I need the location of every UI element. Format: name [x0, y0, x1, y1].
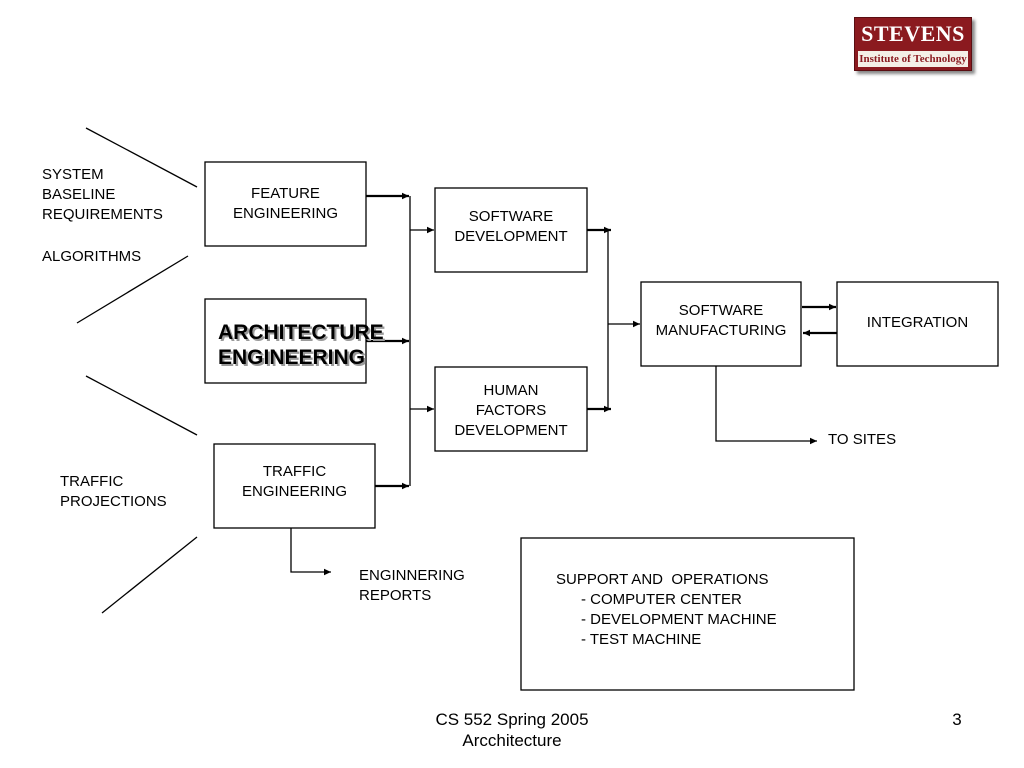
input-line-2	[76, 255, 189, 324]
input-line-4	[101, 536, 198, 614]
integration-box	[836, 281, 999, 367]
software-development-label: SOFTWARE DEVELOPMENT	[454, 208, 568, 245]
logo-subtitle: Institute of Technology	[858, 51, 968, 67]
page-number: 3	[952, 710, 962, 729]
to-sites-label: TO SITES	[828, 431, 897, 448]
software-manufacturing-label: SOFTWARE MANUFACTURING	[655, 302, 787, 339]
footer-course-title: CS 552 Spring 2005 Arcchitecture	[435, 710, 589, 750]
human-factors-development-label: HUMAN FACTORS DEVELOPMENT	[454, 382, 568, 439]
input-line-3	[85, 375, 198, 436]
system-baseline-requirements-label: SYSTEM BASELINE REQUIREMENTS	[42, 166, 163, 223]
software-manufacturing-box	[640, 281, 802, 367]
traffic-projections-label: TRAFFIC PROJECTIONS	[60, 473, 167, 510]
stevens-logo: STEVENS Institute of Technology	[854, 17, 972, 71]
input-line-1	[85, 127, 198, 188]
support-operations-label: SUPPORT AND OPERATIONS - COMPUTER CENTER…	[556, 571, 777, 648]
logo-name: STEVENS	[861, 21, 965, 46]
feature-engineering-label: FEATURE ENGINEERING	[232, 185, 338, 222]
to-sites-arrow	[715, 366, 817, 445]
support-operations-box	[520, 537, 855, 691]
feature-engineering-box	[204, 161, 367, 247]
algorithms-label: ALGORITHMS	[42, 248, 142, 265]
architecture-engineering-label: ARCHITECTURE ENGINEERING	[218, 321, 384, 369]
engineering-reports-arrow	[290, 528, 331, 576]
traffic-engineering-label: TRAFFIC ENGINEERING	[241, 463, 347, 500]
engineering-reports-label: ENGINNERING REPORTS	[359, 567, 465, 604]
integration-label: INTEGRATION	[866, 314, 969, 331]
